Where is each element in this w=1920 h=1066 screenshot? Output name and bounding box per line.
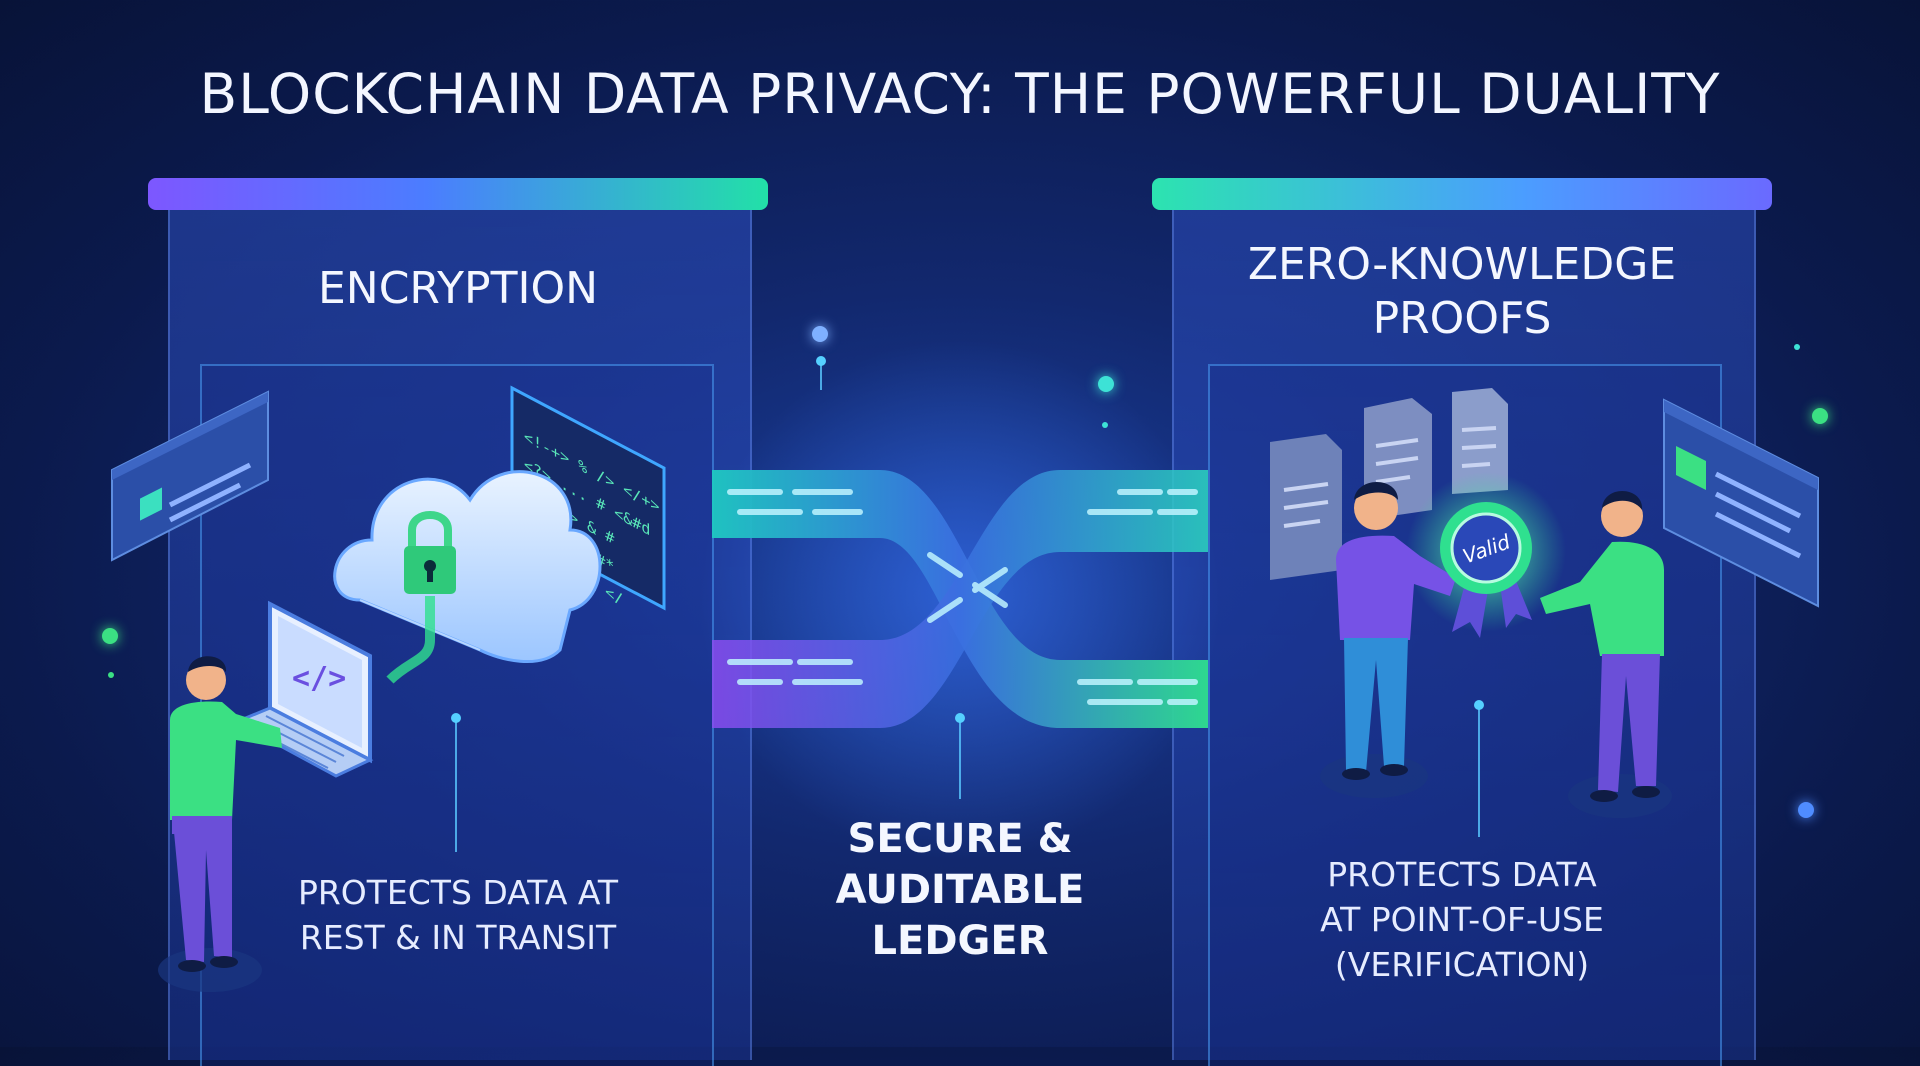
zkp-header-bar xyxy=(1152,178,1772,210)
decorative-dot xyxy=(1798,802,1814,818)
document-icons xyxy=(1270,388,1508,580)
zkp-description-line3: (VERIFICATION) xyxy=(1334,945,1590,984)
person-typing-illustration xyxy=(158,656,282,992)
person-verifying-illustration xyxy=(1540,490,1672,818)
laptop-icon: </> xyxy=(232,600,374,778)
encryption-description-line2: REST & IN TRANSIT xyxy=(299,918,617,957)
laptop-code-symbol: </> xyxy=(292,661,346,696)
zkp-heading: ZERO-KNOWLEDGE PROOFS xyxy=(1172,238,1752,346)
zkp-connector-line xyxy=(1474,700,1484,837)
encryption-description-line1: PROTECTS DATA AT xyxy=(297,873,619,912)
top-center-connector xyxy=(816,356,826,390)
valid-badge-icon: Valid xyxy=(1440,502,1532,638)
encryption-connector-line xyxy=(451,713,461,852)
ledger-label-line3: LEDGER xyxy=(871,918,1049,964)
decorative-dot xyxy=(108,672,114,678)
encryption-header-bar xyxy=(148,178,768,210)
zkp-heading-line2: PROOFS xyxy=(1372,293,1552,344)
zkp-description-line1: PROTECTS DATA xyxy=(1327,855,1597,894)
cloud-icon xyxy=(333,470,602,664)
floating-browser-window-right xyxy=(1663,398,1819,608)
ledger-label-line2: AUDITABLE xyxy=(835,867,1085,913)
zkp-heading-line1: ZERO-KNOWLEDGE xyxy=(1247,239,1677,290)
ledger-label-line1: SECURE & xyxy=(847,816,1073,862)
lock-connector xyxy=(386,596,435,684)
floating-browser-window-left xyxy=(111,390,269,562)
ledger-label: SECURE & AUDITABLE LEDGER xyxy=(760,814,1160,967)
zkp-description-line2: AT POINT-OF-USE xyxy=(1320,900,1604,939)
decorative-dot xyxy=(812,326,828,342)
zkp-description: PROTECTS DATA AT POINT-OF-USE (VERIFICAT… xyxy=(1172,852,1752,987)
decorative-dot xyxy=(1812,408,1828,424)
decorative-dot xyxy=(1098,376,1114,392)
person-presenting-illustration xyxy=(1320,482,1456,798)
decorative-dot xyxy=(1794,344,1800,350)
encryption-heading: ENCRYPTION xyxy=(317,263,598,314)
encryption-panel xyxy=(168,210,752,1060)
decorative-dot xyxy=(1102,422,1108,428)
encryption-description: PROTECTS DATA AT REST & IN TRANSIT xyxy=(168,870,748,960)
decorative-dot xyxy=(102,628,118,644)
data-stream-ribbons xyxy=(712,470,1208,728)
padlock-icon xyxy=(404,511,456,594)
page-title: BLOCKCHAIN DATA PRIVACY: THE POWERFUL DU… xyxy=(199,62,1721,126)
ledger-connector-line xyxy=(955,713,965,799)
